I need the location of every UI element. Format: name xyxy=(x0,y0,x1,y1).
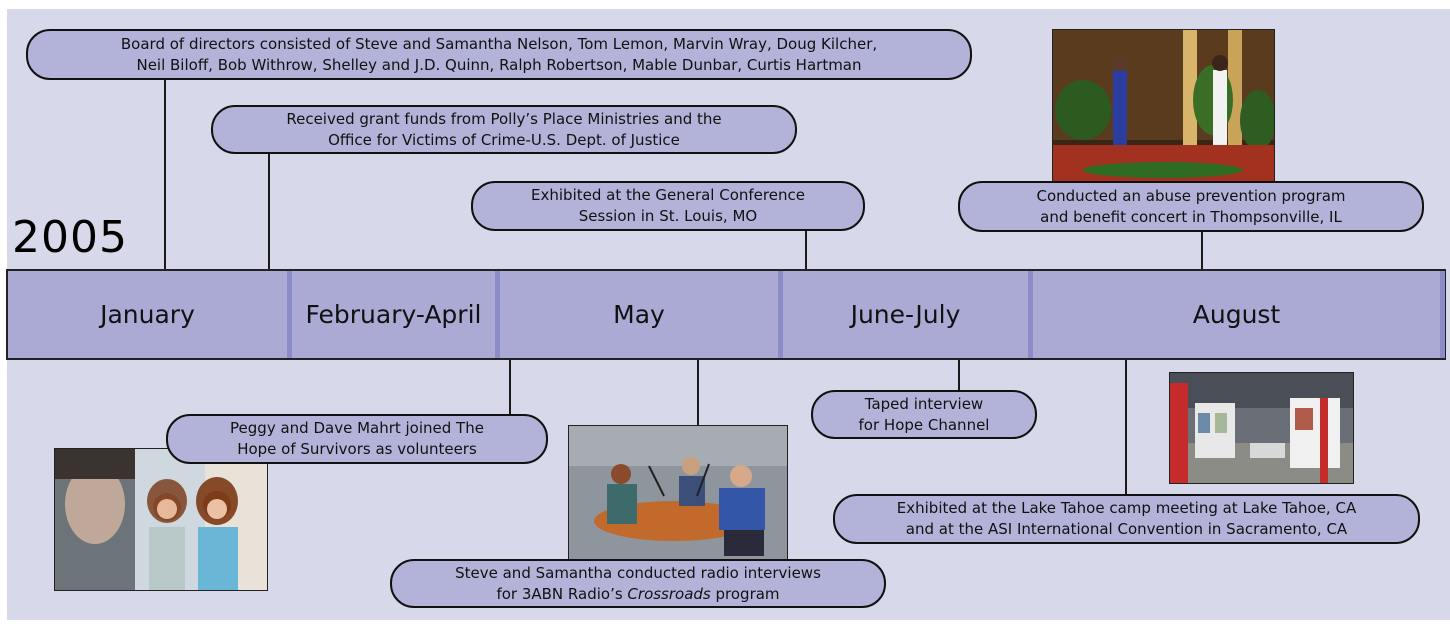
month-divider xyxy=(495,271,500,358)
month-june-july: June-July xyxy=(850,300,961,329)
abuse-prevention-line-1: Conducted an abuse prevention program xyxy=(1036,186,1346,205)
connector-general-conference xyxy=(805,230,807,269)
radio-program-name: Crossroads xyxy=(627,584,711,603)
board-line-1: Board of directors consisted of Steve an… xyxy=(120,34,878,53)
radio-line-2-pre: for 3ABN Radio’s xyxy=(496,584,628,603)
event-general-conference: Exhibited at the General Conference Sess… xyxy=(471,181,865,231)
general-conference-line-2: Session in St. Louis, MO xyxy=(578,207,758,225)
radio-line-2: for 3ABN Radio’s Crossroads program xyxy=(455,584,821,605)
photo-radio-studio xyxy=(568,425,788,560)
month-august: August xyxy=(1192,300,1281,329)
event-radio-interviews: Steve and Samantha conducted radio inter… xyxy=(390,559,886,608)
connector-volunteers xyxy=(509,360,511,415)
month-divider xyxy=(1440,271,1445,358)
connector-lake-tahoe xyxy=(1125,360,1127,495)
photo-exhibit-booth xyxy=(1169,372,1354,484)
lake-tahoe-line-2: and at the ASI International Convention … xyxy=(905,520,1348,538)
general-conference-line-1: Exhibited at the General Conference xyxy=(531,186,805,204)
board-line-2: Neil Biloff, Bob Withrow, Shelley and J.… xyxy=(136,55,862,74)
connector-grant xyxy=(268,152,270,269)
abuse-prevention-line-2: and benefit concert in Thompsonville, IL xyxy=(1040,207,1342,226)
volunteers-line-2: Hope of Survivors as volunteers xyxy=(237,440,477,458)
grant-line-1: Received grant funds from Polly’s Place … xyxy=(286,109,722,128)
event-board-of-directors: Board of directors consisted of Steve an… xyxy=(26,29,972,80)
event-volunteers: Peggy and Dave Mahrt joined The Hope of … xyxy=(166,414,548,464)
lake-tahoe-line-1: Exhibited at the Lake Tahoe camp meeting… xyxy=(896,499,1357,517)
month-divider xyxy=(1028,271,1033,358)
connector-abuse-prevention xyxy=(1201,231,1203,269)
month-divider xyxy=(287,271,292,358)
month-may: May xyxy=(613,300,665,329)
photo-volunteers xyxy=(54,448,268,591)
month-january: January xyxy=(100,300,195,329)
grant-line-2: Office for Victims of Crime-U.S. Dept. o… xyxy=(328,130,680,149)
connector-hope-channel xyxy=(958,360,960,391)
radio-line-1: Steve and Samantha conducted radio inter… xyxy=(455,563,821,582)
month-divider xyxy=(778,271,783,358)
event-lake-tahoe: Exhibited at the Lake Tahoe camp meeting… xyxy=(833,494,1420,544)
connector-board xyxy=(164,79,166,269)
photo-concert-stage xyxy=(1052,29,1275,182)
event-grant-funds: Received grant funds from Polly’s Place … xyxy=(211,105,797,154)
event-abuse-prevention: Conducted an abuse prevention program an… xyxy=(958,181,1424,232)
radio-line-2-post: program xyxy=(710,584,780,603)
volunteers-line-1: Peggy and Dave Mahrt joined The xyxy=(230,419,484,437)
connector-radio xyxy=(697,360,699,426)
month-bar xyxy=(6,269,1446,360)
hope-channel-line-2: for Hope Channel xyxy=(858,415,990,434)
event-hope-channel: Taped interview for Hope Channel xyxy=(811,390,1037,439)
hope-channel-line-1: Taped interview xyxy=(864,394,984,413)
year-label: 2005 xyxy=(12,212,128,263)
month-february-april: February-April xyxy=(305,300,482,329)
